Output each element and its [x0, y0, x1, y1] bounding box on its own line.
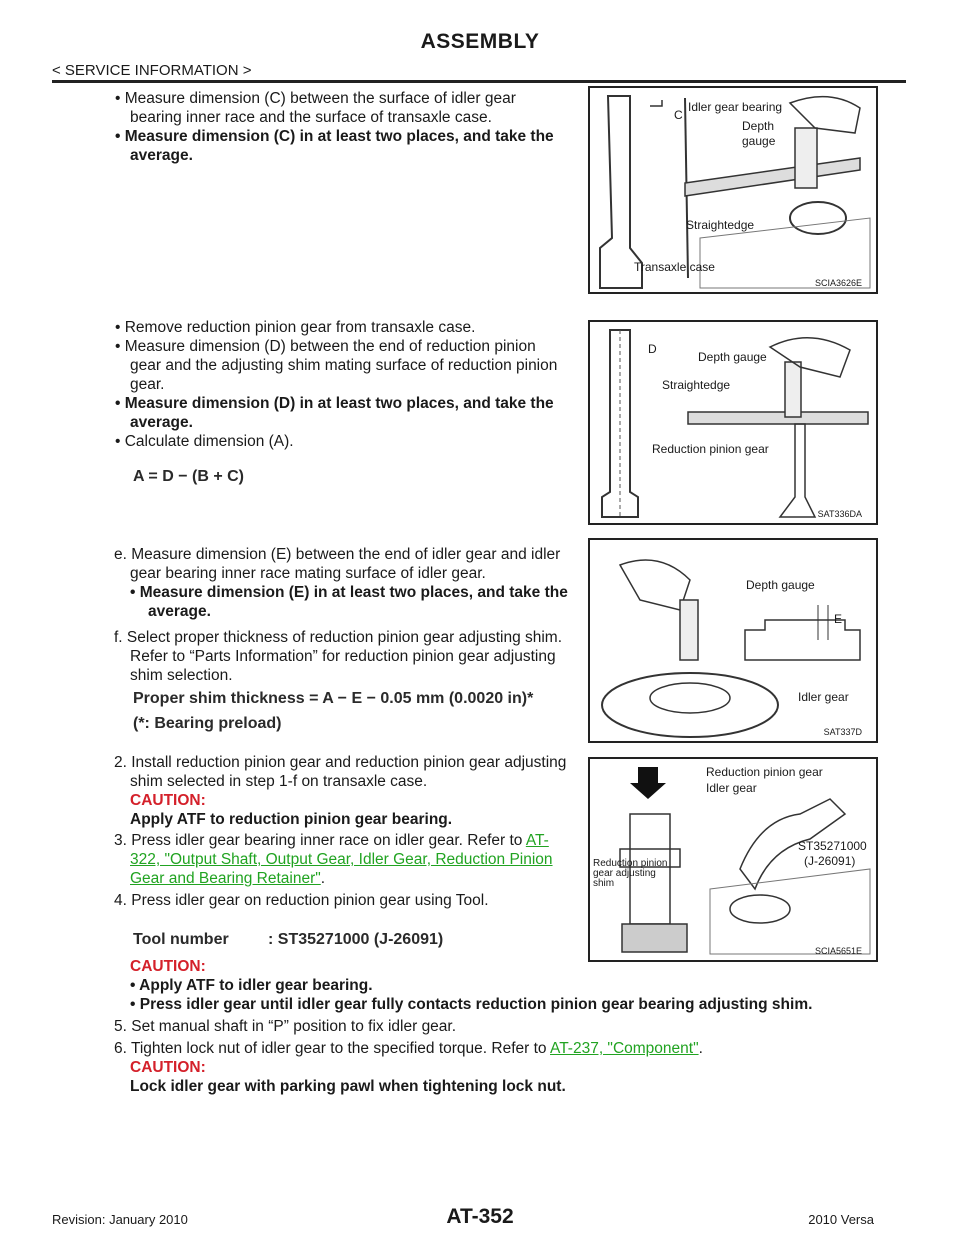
- step-2-caution-text: Apply ATF to reduction pinion gear beari…: [130, 811, 453, 828]
- step-3-period: .: [320, 870, 326, 887]
- fig2-label-depth-gauge: Depth gauge: [698, 350, 767, 364]
- fig2-label-straightedge: Straightedge: [662, 378, 731, 392]
- step-c-bullet-2b: average.: [130, 147, 193, 164]
- fig4-id: SCIA5651E: [814, 946, 862, 956]
- step-5-line-1: 5. Set manual shaft in “P” position to f…: [114, 1018, 457, 1035]
- header-divider: [52, 80, 906, 83]
- section-label: < SERVICE INFORMATION >: [52, 62, 252, 79]
- formula-dimension-a: A = D − (B + C): [133, 468, 244, 485]
- fig1-label-c: C: [674, 108, 683, 122]
- step-3-link-part-3[interactable]: Gear and Bearing Retainer": [130, 870, 321, 887]
- step-c-bullet-1: • Measure dimension (C) between the surf…: [115, 90, 516, 107]
- step-2-line-1: 2. Install reduction pinion gear and red…: [114, 754, 567, 771]
- step-d-bullet-2: • Measure dimension (D) between the end …: [115, 338, 536, 355]
- step-d-bullet-4: • Calculate dimension (A).: [115, 433, 294, 450]
- figure-idler-gear-bearing-measurement: C Idler gear bearing Depth gauge Straigh…: [588, 86, 878, 294]
- step-2-line-2: shim selected in step 1-f on transaxle c…: [130, 773, 428, 790]
- step-6-caution: CAUTION:: [130, 1059, 206, 1076]
- revision-date: Revision: January 2010: [52, 1212, 188, 1227]
- step-6-period: .: [698, 1040, 703, 1057]
- step-e-line-3: • Measure dimension (E) in at least two …: [130, 584, 568, 601]
- fig4-label-shim-2: gear adjusting: [593, 868, 656, 879]
- step-3-line-1: 3. Press idler gear bearing inner race o…: [114, 831, 549, 850]
- tool-number-value: : ST35271000 (J-26091): [268, 931, 444, 948]
- step-6-link[interactable]: AT-237, "Component": [550, 1040, 699, 1057]
- fig1-label-depth: Depth: [742, 119, 775, 133]
- tool-number-label: Tool number: [133, 931, 229, 948]
- page-title: ASSEMBLY: [420, 30, 540, 53]
- step-3-line-2: 322, "Output Shaft, Output Gear, Idler G…: [130, 850, 553, 869]
- step-6-text: 6. Tighten lock nut of idler gear to the…: [114, 1040, 547, 1057]
- step-d-bullet-3: • Measure dimension (D) in at least two …: [115, 395, 554, 412]
- fig2-id: SAT336DA: [817, 509, 862, 519]
- page-number: AT-352: [446, 1205, 514, 1228]
- step-d-bullet-2c: gear.: [130, 376, 165, 393]
- formula-shim-thickness: Proper shim thickness = A − E − 0.05 mm …: [133, 690, 534, 707]
- figure-3-drawing: [601, 559, 861, 738]
- step-e-line-2: gear bearing inner race mating surface o…: [130, 565, 486, 582]
- step-4-line-1: 4. Press idler gear on reduction pinion …: [114, 892, 489, 909]
- figure-2-drawing: [601, 329, 869, 518]
- figure-idler-gear-measurement: Depth gauge E Idler gear SAT337D: [588, 538, 878, 743]
- step-e-line-1: e. Measure dimension (E) between the end…: [114, 546, 561, 563]
- figure-reduction-pinion-measurement: D Depth gauge Straightedge Reduction pin…: [588, 320, 878, 525]
- figure-4-drawing: [619, 767, 871, 955]
- fig1-label-straightedge: Straightedge: [686, 218, 755, 232]
- fig1-label-case: Transaxle case: [634, 260, 715, 274]
- step-d-bullet-3b: average.: [130, 414, 193, 431]
- figure-1-drawing: [599, 95, 871, 289]
- figure-idler-gear-press: Reduction pinion gear Idler gear ST35271…: [588, 757, 878, 962]
- step-3-link-part-1[interactable]: AT-: [525, 832, 549, 849]
- step-6-line-1: 6. Tighten lock nut of idler gear to the…: [114, 1039, 703, 1058]
- fig4-label-idler: Idler gear: [706, 781, 757, 795]
- step-3-link-part-2[interactable]: 322, "Output Shaft, Output Gear, Idler G…: [130, 851, 553, 868]
- bearing-preload-note: (*: Bearing preload): [133, 715, 282, 732]
- fig2-label-d: D: [648, 342, 657, 356]
- step-6-caution-1: Lock idler gear with parking pawl when t…: [130, 1078, 566, 1095]
- fig4-label-shim-1: Reduction pinion: [593, 858, 668, 869]
- step-2-caution: CAUTION:: [130, 792, 206, 809]
- fig3-label-e: E: [834, 612, 843, 626]
- vehicle-model: 2010 Versa: [808, 1212, 874, 1227]
- step-e-line-4: average.: [148, 603, 211, 620]
- fig1-label-idler-bearing: Idler gear bearing: [688, 100, 783, 114]
- step-3-line-3: Gear and Bearing Retainer".: [130, 869, 325, 888]
- step-d-bullet-1: • Remove reduction pinion gear from tran…: [115, 319, 476, 336]
- fig3-label-idler: Idler gear: [798, 690, 849, 704]
- fig4-label-tool-1: ST35271000: [798, 839, 867, 853]
- step-4-caution: CAUTION:: [130, 958, 206, 975]
- fig2-label-pinion: Reduction pinion gear: [652, 442, 769, 456]
- fig4-label-pinion: Reduction pinion gear: [706, 765, 823, 779]
- step-f-line-2: Refer to “Parts Information” for reducti…: [130, 648, 556, 665]
- fig1-id: SCIA3626E: [814, 278, 862, 288]
- fig4-label-shim-3: shim: [593, 878, 615, 889]
- step-3-text: 3. Press idler gear bearing inner race o…: [114, 832, 523, 849]
- step-4-caution-1: • Apply ATF to idler gear bearing.: [130, 977, 373, 994]
- step-f-line-1: f. Select proper thickness of reduction …: [114, 629, 563, 646]
- step-d-bullet-2b: gear and the adjusting shim mating surfa…: [130, 357, 558, 374]
- step-c-bullet-2: • Measure dimension (C) in at least two …: [115, 128, 554, 145]
- fig4-label-tool-2: (J-26091): [804, 854, 856, 868]
- fig3-id: SAT337D: [823, 727, 862, 737]
- fig3-label-depth-gauge: Depth gauge: [746, 578, 815, 592]
- step-f-line-3: shim selection.: [130, 667, 233, 684]
- step-4-caution-2: • Press idler gear until idler gear full…: [130, 996, 813, 1013]
- fig1-label-gauge: gauge: [742, 134, 776, 148]
- step-c-bullet-1b: bearing inner race and the surface of tr…: [130, 109, 492, 126]
